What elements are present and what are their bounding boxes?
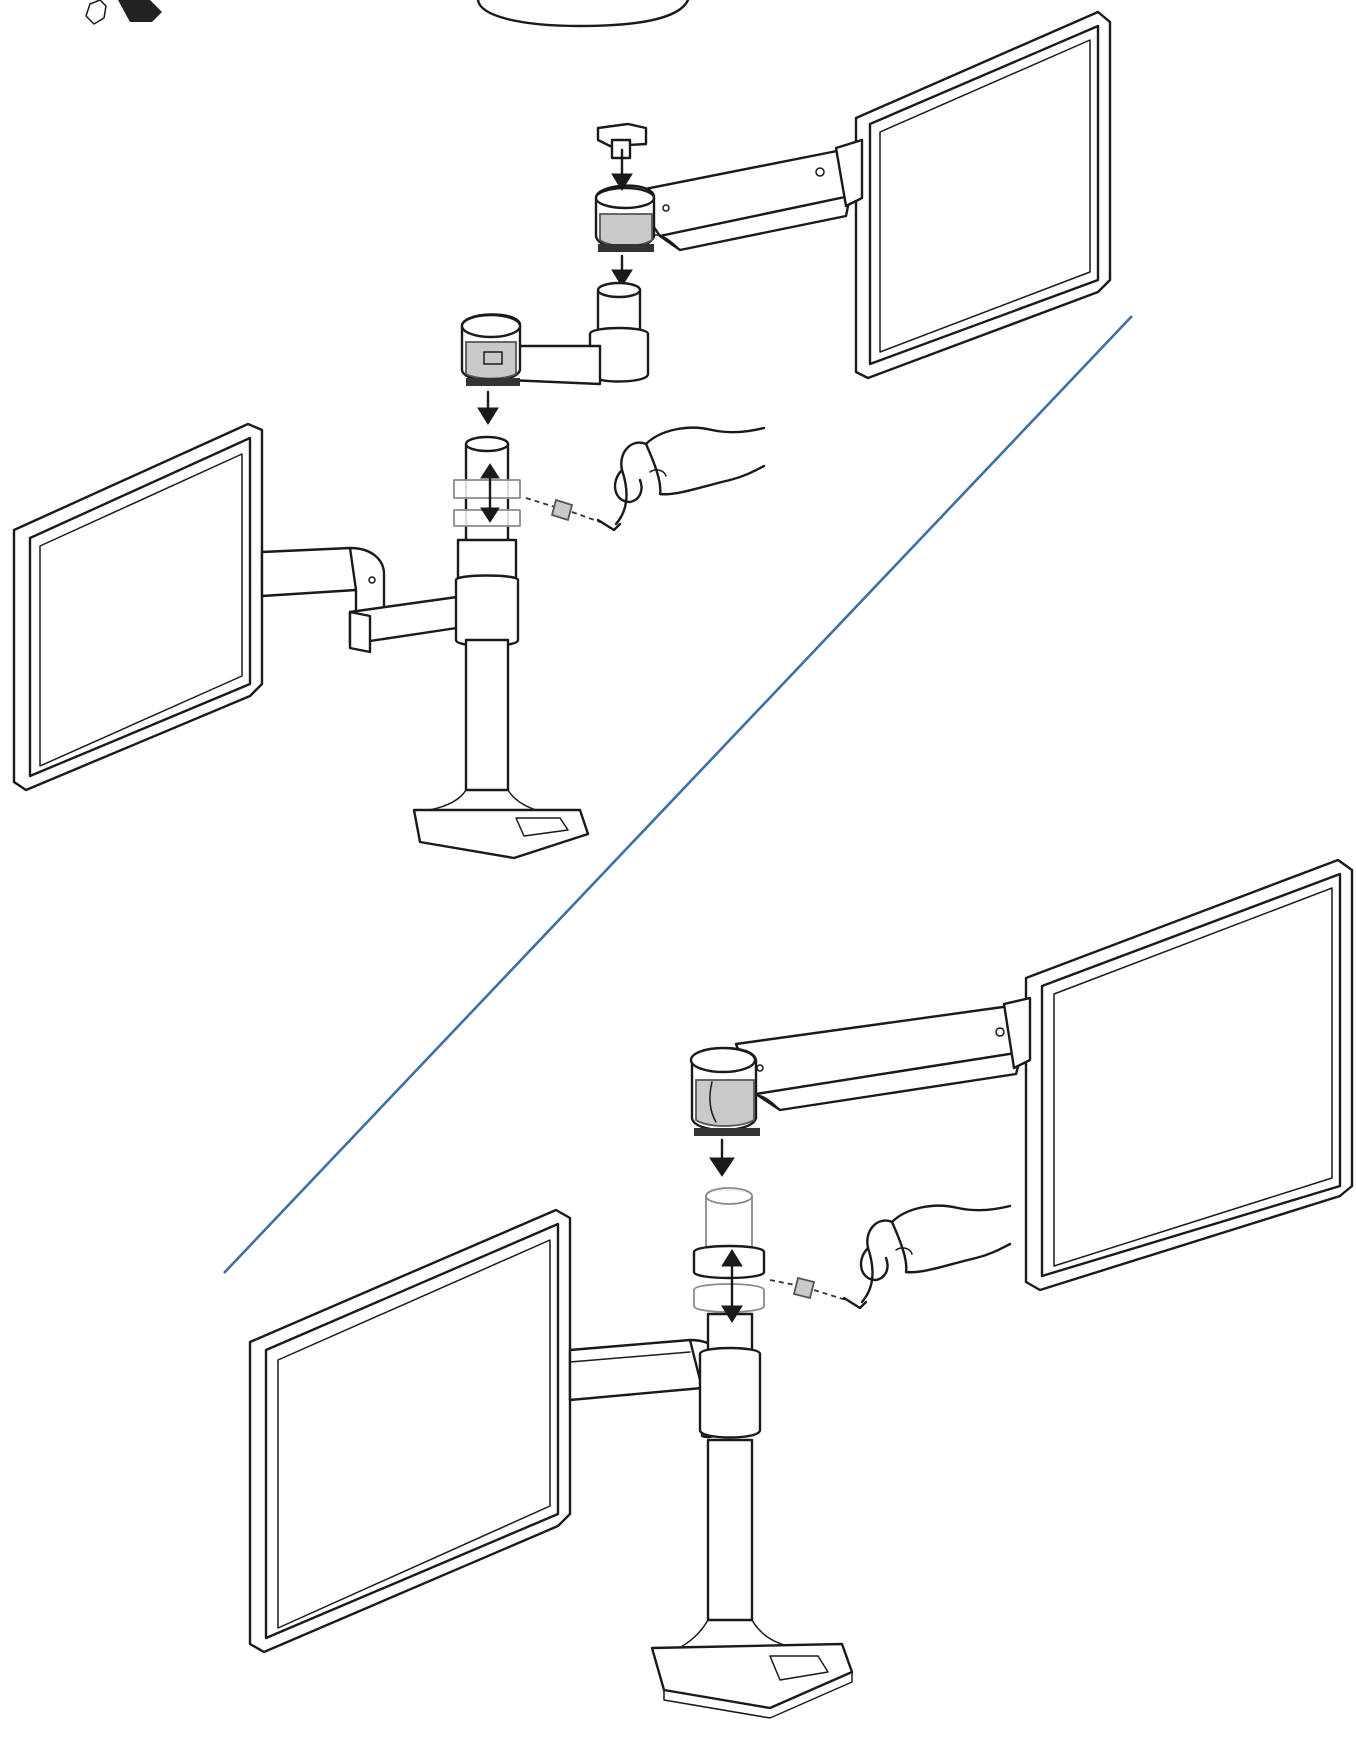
arm-extension-top — [506, 281, 650, 386]
base-bottom — [650, 1642, 854, 1719]
double-arrow-icon — [721, 1249, 743, 1323]
pole-top — [429, 435, 537, 811]
arm-hub-bottom — [689, 1046, 760, 1136]
monitor-left-bottom — [248, 1208, 572, 1654]
arrow-down-icon — [611, 254, 633, 287]
monitor-right-bottom — [1024, 858, 1354, 1292]
arm-hub-mid — [460, 313, 522, 386]
double-arrow-icon — [480, 463, 500, 523]
cap-top — [596, 122, 648, 160]
base-top — [412, 808, 590, 860]
callout-bubble-fragment — [476, 0, 690, 28]
monitor-right-top — [854, 10, 1112, 380]
arrow-down-icon — [477, 390, 499, 425]
hand-hex-key-bottom — [769, 1204, 1012, 1310]
arrow-down-icon — [611, 148, 633, 191]
arm-upper-bottom — [734, 996, 1032, 1112]
arm-lower-top — [260, 546, 485, 654]
arrow-down-icon — [709, 1138, 735, 1177]
hex-key-icon — [85, 0, 162, 25]
divider-line — [223, 315, 1133, 1274]
pole-bottom — [675, 1187, 789, 1651]
arm-upper-top — [628, 138, 864, 252]
arm-hub-top — [594, 184, 656, 252]
monitor-left-top — [12, 422, 264, 792]
hand-hex-key-top — [525, 426, 766, 532]
